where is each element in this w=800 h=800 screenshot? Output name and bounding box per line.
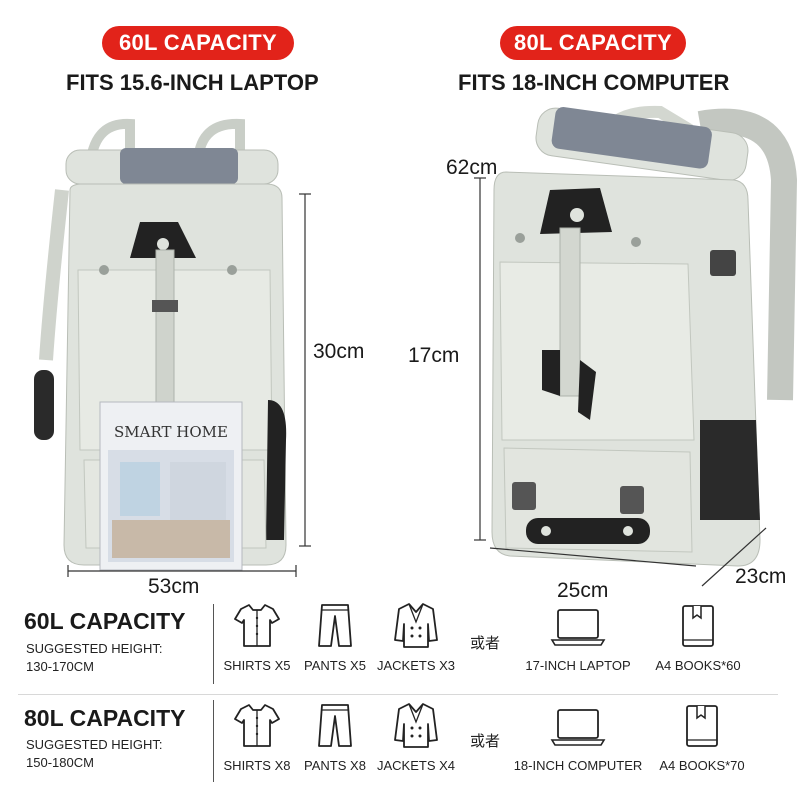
spec-divider	[213, 700, 214, 782]
shirt-icon	[234, 704, 280, 747]
book-cover-title: SMART HOME	[114, 423, 228, 441]
dim-top-80l: 62cm	[446, 156, 498, 179]
pants-label: PANTS X5	[304, 658, 366, 673]
books-item-60l: A4 BOOKS*60	[648, 600, 748, 673]
pants-icon	[318, 604, 352, 647]
laptop-icon	[550, 709, 606, 746]
dim-height-80l: 17cm	[408, 344, 460, 367]
spec-row-divider	[18, 694, 778, 695]
or-text: 或者	[470, 634, 501, 652]
jackets-label: JACKETS X4	[376, 758, 456, 773]
jackets-item-80l: JACKETS X4	[376, 700, 456, 773]
jackets-item-60l: JACKETS X3	[376, 600, 456, 673]
books-label: A4 BOOKS*60	[655, 658, 741, 673]
jacket-icon	[394, 603, 438, 648]
shirts-item-60l: SHIRTS X5	[222, 600, 292, 673]
books-label: A4 BOOKS*70	[659, 758, 745, 773]
pants-label: PANTS X8	[304, 758, 366, 773]
dim-height-60l: 30cm	[313, 340, 365, 363]
spec-divider	[213, 604, 214, 684]
capacity-badge-60l: 60L CAPACITY	[102, 26, 294, 60]
or-text: 或者	[470, 732, 501, 750]
computer-item-80l: 18-INCH COMPUTER	[508, 700, 648, 773]
spec-height-label-60l: SUGGESTED HEIGHT:	[26, 641, 163, 656]
fits-laptop-text: FITS 15.6-INCH LAPTOP	[66, 70, 319, 95]
dim-width-80l: 25cm	[557, 579, 609, 602]
pants-item-80l: PANTS X8	[300, 700, 370, 773]
laptop-item-60l: 17-INCH LAPTOP	[518, 600, 638, 673]
book-icon	[682, 605, 714, 647]
pants-icon	[318, 704, 352, 747]
shirts-item-80l: SHIRTS X8	[222, 700, 292, 773]
laptop-label: 17-INCH LAPTOP	[525, 658, 631, 673]
laptop-icon	[550, 609, 606, 646]
shirts-label: SHIRTS X8	[223, 758, 291, 773]
dim-depth-80l: 23cm	[735, 565, 787, 588]
backpack-60l-illustration: SMART HOME	[34, 105, 798, 587]
spec-title-60l: 60L CAPACITY	[24, 608, 186, 634]
pants-item-60l: PANTS X5	[300, 600, 370, 673]
jackets-label: JACKETS X3	[376, 658, 456, 673]
computer-label: 18-INCH COMPUTER	[513, 758, 643, 773]
book-icon	[686, 705, 718, 747]
shirt-icon	[234, 604, 280, 647]
books-item-80l: A4 BOOKS*70	[650, 700, 754, 773]
fits-computer-text: FITS 18-INCH COMPUTER	[458, 70, 730, 95]
shirts-label: SHIRTS X5	[223, 658, 291, 673]
spec-height-range-60l: 130-170CM	[26, 659, 94, 674]
spec-height-label-80l: SUGGESTED HEIGHT:	[26, 737, 163, 752]
jacket-icon	[394, 703, 438, 748]
spec-title-80l: 80L CAPACITY	[24, 705, 186, 731]
dim-width-60l: 53cm	[148, 575, 200, 598]
capacity-badge-80l: 80L CAPACITY	[500, 26, 686, 60]
spec-height-range-80l: 150-180CM	[26, 755, 94, 770]
